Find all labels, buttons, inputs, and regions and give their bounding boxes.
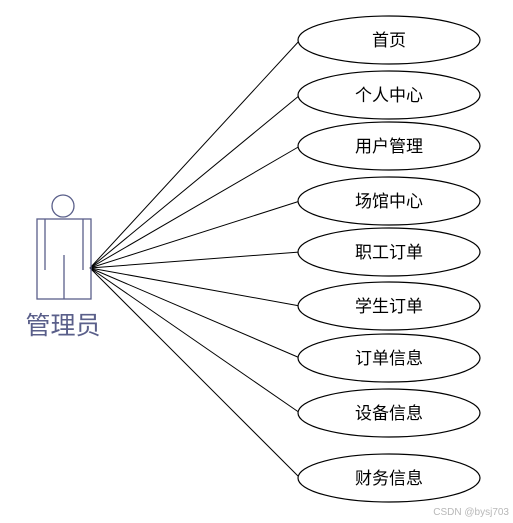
association-line bbox=[89, 39, 301, 269]
use-case-label: 个人中心 bbox=[355, 86, 423, 106]
use-case-ellipse bbox=[297, 333, 481, 383]
use-case-ellipse bbox=[297, 388, 481, 438]
use-case-ellipse bbox=[297, 70, 481, 120]
association-line bbox=[89, 267, 301, 359]
use-case-item: 场馆中心 bbox=[297, 176, 481, 226]
use-case-ellipse bbox=[297, 281, 481, 331]
use-case-label: 场馆中心 bbox=[355, 192, 423, 212]
use-case-label: 财务信息 bbox=[355, 469, 423, 489]
association-line bbox=[89, 200, 301, 269]
use-case-item: 订单信息 bbox=[297, 333, 481, 383]
association-line bbox=[89, 145, 301, 269]
use-case-label: 用户管理 bbox=[355, 137, 423, 157]
use-case-item: 学生订单 bbox=[297, 281, 481, 331]
use-case-item: 个人中心 bbox=[297, 70, 481, 120]
use-case-label: 订单信息 bbox=[355, 349, 423, 369]
association-line bbox=[89, 251, 301, 269]
use-case-ellipse bbox=[297, 15, 481, 65]
association-lines bbox=[89, 39, 301, 479]
use-case-item: 设备信息 bbox=[297, 388, 481, 438]
actor-figure: 管理员 bbox=[25, 194, 101, 340]
use-case-label: 设备信息 bbox=[355, 404, 423, 424]
watermark: CSDN @bysj703 bbox=[433, 507, 509, 518]
association-line bbox=[89, 267, 301, 307]
association-line bbox=[89, 267, 301, 479]
use-case-label: 首页 bbox=[372, 31, 406, 51]
association-line bbox=[89, 267, 301, 414]
use-case-ellipse bbox=[297, 176, 481, 226]
stick-figure-actor-icon bbox=[36, 194, 92, 300]
actor-label: 管理员 bbox=[25, 311, 100, 340]
use-case-ellipse bbox=[297, 227, 481, 277]
actor-head bbox=[51, 194, 75, 218]
use-case-label: 学生订单 bbox=[355, 297, 423, 317]
use-case-item: 用户管理 bbox=[297, 121, 481, 171]
use-case-label: 职工订单 bbox=[355, 243, 423, 263]
association-line bbox=[89, 94, 301, 269]
use-case-ellipse bbox=[297, 121, 481, 171]
use-case-item: 职工订单 bbox=[297, 227, 481, 277]
use-case-item: 首页 bbox=[297, 15, 481, 65]
use-case-item: 财务信息 bbox=[297, 453, 481, 503]
use-case-ellipse bbox=[297, 453, 481, 503]
